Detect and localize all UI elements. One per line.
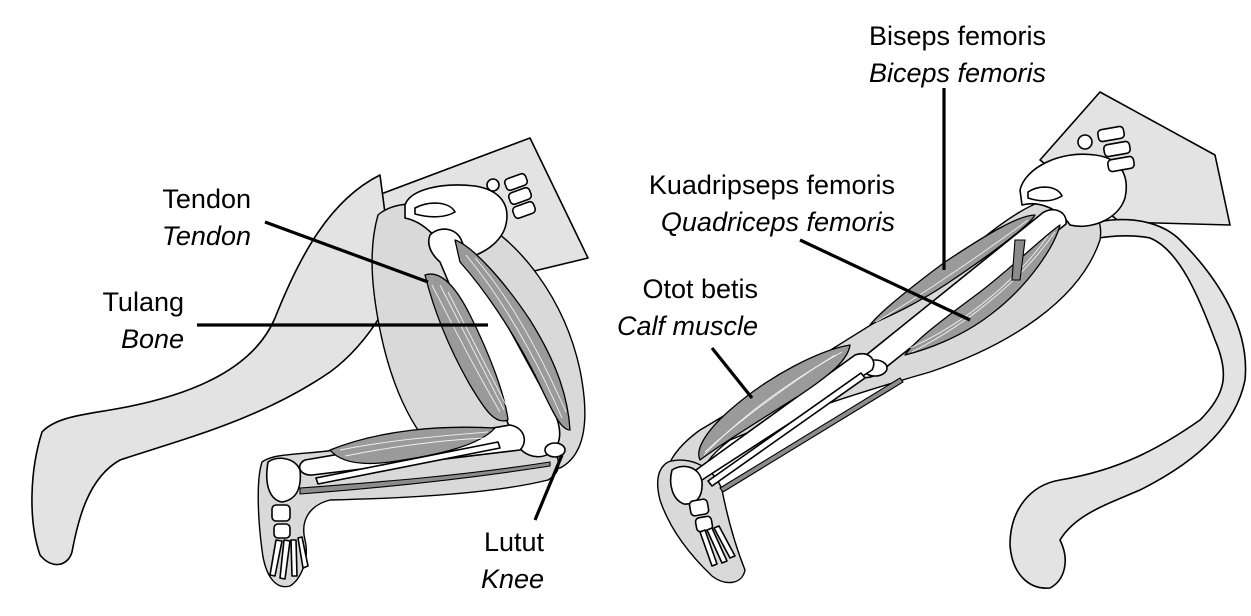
right-hip-tendon	[1011, 239, 1026, 281]
calf-label: Otot betis Calf muscle	[617, 274, 758, 341]
right-achilles-tendon	[719, 377, 904, 493]
biceps-label-local: Biseps femoris	[869, 21, 1046, 51]
right-back-leg-silhouette	[1009, 218, 1247, 589]
left-achilles-tendon	[299, 461, 551, 495]
tendon-label-local: Tendon	[162, 184, 251, 214]
calf-label-local: Otot betis	[642, 274, 758, 304]
left-calf-muscle	[329, 426, 496, 465]
left-kneecap-bone	[544, 442, 566, 458]
knee-label-english: Knee	[481, 564, 544, 594]
quadriceps-label: Kuadripseps femoris Quadriceps femoris	[649, 170, 895, 237]
left-fibula-bone	[315, 441, 501, 485]
calf-label-english: Calf muscle	[617, 311, 758, 341]
extended-leg-figure	[656, 91, 1247, 589]
right-foot-bones	[669, 465, 736, 567]
biceps-label-english: Biceps femoris	[869, 58, 1046, 88]
tendon-label-english: Tendon	[162, 221, 251, 251]
knee-label: Lutut Knee	[481, 527, 545, 594]
left-foot-bones	[266, 457, 309, 580]
knee-pointer-line	[533, 454, 564, 521]
bent-leg-figure	[31, 137, 589, 588]
left-quad-muscle	[454, 239, 571, 431]
left-pelvis-hole	[414, 202, 456, 218]
left-back-leg-silhouette	[31, 174, 396, 566]
biceps-label: Biseps femoris Biceps femoris	[869, 21, 1046, 88]
quadriceps-label-local: Kuadripseps femoris	[649, 170, 895, 200]
bone-label-english: Bone	[121, 324, 184, 354]
right-calf-muscle	[698, 344, 851, 461]
knee-label-local: Lutut	[484, 527, 545, 557]
left-spine-vertebrae	[486, 172, 537, 220]
bone-label: Tulang Bone	[102, 287, 184, 354]
right-spine-vertebrae	[1077, 125, 1136, 173]
quadriceps-label-english: Quadriceps femoris	[661, 207, 895, 237]
tendon-label: Tendon Tendon	[162, 184, 251, 251]
right-pelvis-hole	[1027, 186, 1063, 202]
right-fibula-bone	[707, 372, 866, 487]
bone-label-local: Tulang	[102, 287, 184, 317]
quadriceps-pointer-line	[799, 238, 971, 322]
tendon-pointer-line	[264, 220, 429, 284]
right-biceps-femoris-muscle	[869, 214, 1036, 326]
calf-pointer-line	[710, 347, 754, 399]
